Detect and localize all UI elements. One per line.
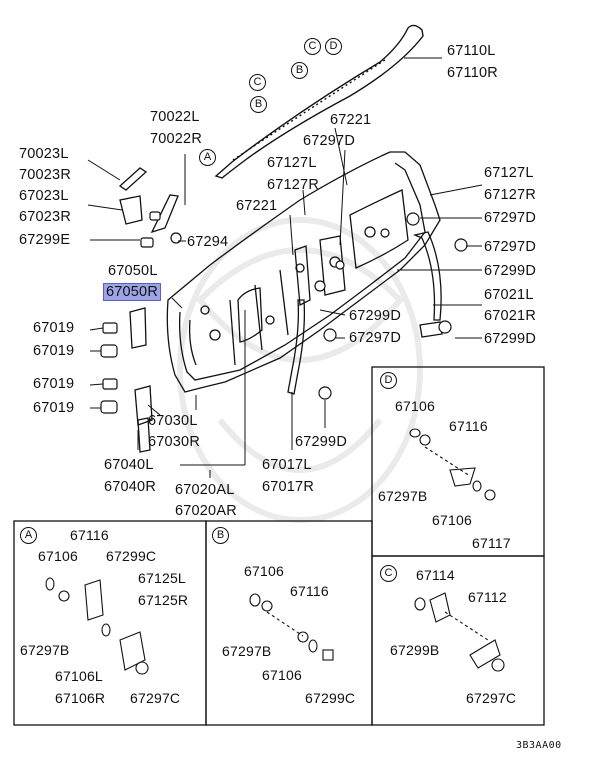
panel-a-tag: A — [20, 527, 37, 544]
panel-d-part-67106-a: 67106 — [395, 398, 435, 414]
part-67127R-right: 67127R — [484, 187, 536, 203]
part-67299D-lower: 67299D — [295, 434, 347, 450]
panel-a-part-67125L: 67125L — [138, 570, 186, 586]
panel-a-part-67299C: 67299C — [106, 548, 157, 564]
callout-a-1: A — [199, 149, 216, 166]
part-67299D-center: 67299D — [349, 308, 401, 324]
panel-a-part-67297B: 67297B — [20, 642, 70, 658]
part-67297D-center: 67297D — [349, 330, 401, 346]
panel-a-part-67297C: 67297C — [130, 690, 181, 706]
part-67297D-right-1: 67297D — [484, 210, 536, 226]
part-70022L: 70022L — [150, 109, 200, 125]
panel-a-part-67125R: 67125R — [138, 592, 189, 608]
detail-panel-frames — [13, 366, 545, 726]
part-67040L: 67040L — [104, 457, 154, 473]
part-67127L-right: 67127L — [484, 165, 534, 181]
panel-d-part-67106-b: 67106 — [432, 512, 472, 528]
panel-a-part-67106R: 67106R — [55, 690, 106, 706]
part-67017L: 67017L — [262, 457, 312, 473]
part-67020AR: 67020AR — [175, 503, 237, 519]
part-67110R: 67110R — [447, 65, 498, 81]
part-67019-3: 67019 — [33, 376, 75, 392]
panel-a-part-67106L: 67106L — [55, 668, 103, 684]
callout-c-2: C — [249, 74, 266, 91]
part-67030L: 67030L — [148, 413, 198, 429]
part-67030R: 67030R — [148, 434, 200, 450]
panel-c-tag: C — [380, 565, 397, 582]
part-67297D-right-2: 67297D — [484, 239, 536, 255]
panel-d-part-67117: 67117 — [472, 535, 511, 551]
part-67221-top: 67221 — [330, 112, 372, 128]
part-70023R: 70023R — [19, 167, 71, 183]
part-67017R: 67017R — [262, 479, 314, 495]
callout-c-1: C — [304, 38, 321, 55]
part-67050R-highlighted[interactable]: 67050R — [103, 283, 161, 301]
part-67127R-center: 67127R — [267, 177, 319, 193]
panel-b-part-67106-a: 67106 — [244, 563, 284, 579]
part-70022R: 70022R — [150, 131, 202, 147]
panel-b-part-67297B: 67297B — [222, 643, 272, 659]
door-shell — [166, 151, 441, 393]
panel-c-part-67112: 67112 — [468, 589, 507, 605]
fasteners — [100, 211, 468, 414]
part-67050L: 67050L — [108, 263, 158, 279]
part-70023L: 70023L — [19, 146, 69, 162]
panel-b-part-67106-b: 67106 — [262, 667, 302, 683]
part-67110L: 67110L — [447, 43, 496, 59]
window-glass — [214, 24, 424, 179]
panel-b-part-67299C: 67299C — [305, 690, 356, 706]
part-67020AL: 67020AL — [175, 482, 235, 498]
leader-lines — [87, 57, 483, 478]
panel-c-part-67299B: 67299B — [390, 642, 440, 658]
detail-drawings — [45, 428, 505, 675]
part-67019-1: 67019 — [33, 320, 75, 336]
part-67299D-right-lower: 67299D — [484, 331, 536, 347]
diagram-code: 3B3AA00 — [516, 740, 562, 751]
part-67299D-right: 67299D — [484, 263, 536, 279]
part-67023R: 67023R — [19, 209, 71, 225]
window-channels — [118, 167, 443, 453]
part-67021R: 67021R — [484, 308, 536, 324]
part-67297D-top: 67297D — [303, 133, 355, 149]
panel-b-part-67116: 67116 — [290, 583, 329, 599]
panel-a-part-67106: 67106 — [38, 548, 78, 564]
callout-b-1: B — [291, 62, 308, 79]
part-67040R: 67040R — [104, 479, 156, 495]
panel-d-part-67116: 67116 — [449, 418, 488, 434]
part-67294: 67294 — [187, 234, 229, 250]
part-67127L-center: 67127L — [267, 155, 317, 171]
part-67221-mid: 67221 — [236, 198, 278, 214]
part-67019-2: 67019 — [33, 343, 75, 359]
part-67299E: 67299E — [19, 232, 71, 248]
watermark-emblem — [177, 217, 423, 523]
panel-b-tag: B — [212, 527, 229, 544]
panel-c-part-67114: 67114 — [416, 567, 455, 583]
part-67021L: 67021L — [484, 287, 534, 303]
panel-d-tag: D — [380, 372, 397, 389]
panel-c-part-67297C: 67297C — [466, 690, 517, 706]
panel-d-part-67297B: 67297B — [378, 488, 428, 504]
callout-b-2: B — [250, 96, 267, 113]
part-67023L: 67023L — [19, 188, 69, 204]
callout-d-1: D — [325, 38, 342, 55]
part-67019-4: 67019 — [33, 400, 75, 416]
panel-a-part-67116: 67116 — [70, 527, 109, 543]
